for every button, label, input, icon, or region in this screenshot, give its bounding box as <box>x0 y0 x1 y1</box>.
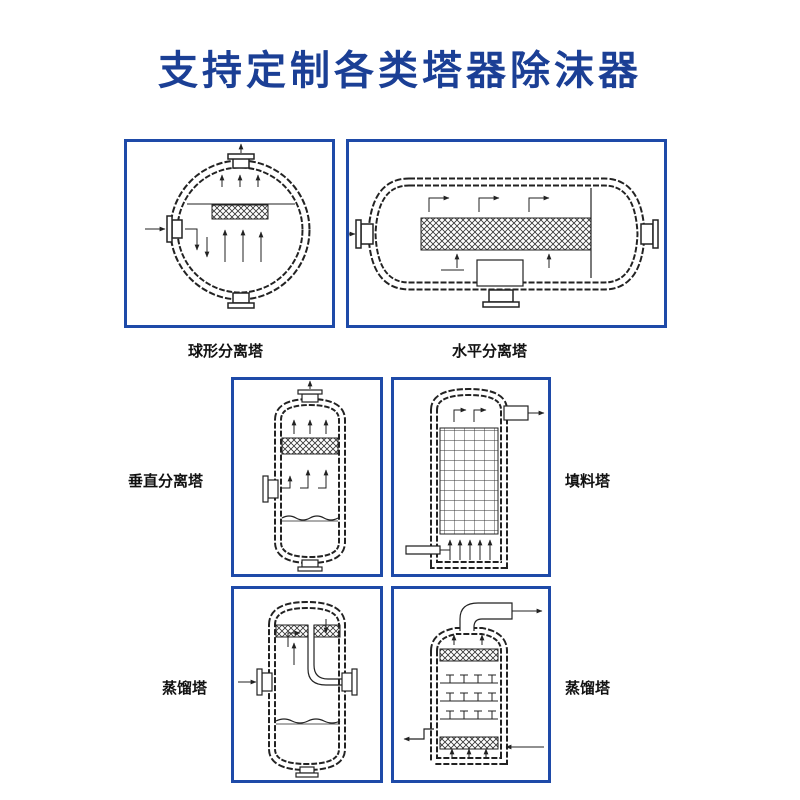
spherical-separator-diagram <box>145 143 311 309</box>
horizontal-separator-diagram <box>349 177 659 308</box>
label-horizontal-separator: 水平分离塔 <box>452 342 528 360</box>
label-vertical-separator: 垂直分离塔 <box>128 472 204 490</box>
label-spherical-separator: 球形分离塔 <box>188 342 264 360</box>
vertical-separator-diagram <box>262 380 346 572</box>
panel-packed-column <box>391 377 551 577</box>
distillation-column-b-diagram <box>403 602 544 765</box>
label-distillation-column-b: 蒸馏塔 <box>565 679 611 697</box>
panel-distillation-column-b <box>391 586 551 783</box>
panel-vertical-separator <box>231 377 383 577</box>
panel-spherical-separator <box>124 139 335 328</box>
page-title: 支持定制各类塔器除沫器 <box>158 47 642 94</box>
packed-column-diagram <box>405 387 545 569</box>
label-distillation-column-a: 蒸馏塔 <box>162 679 208 697</box>
panel-horizontal-separator <box>346 139 667 328</box>
label-packed-column: 填料塔 <box>565 472 611 490</box>
panel-distillation-column-a <box>231 586 383 783</box>
distillation-column-a-diagram <box>238 600 358 778</box>
